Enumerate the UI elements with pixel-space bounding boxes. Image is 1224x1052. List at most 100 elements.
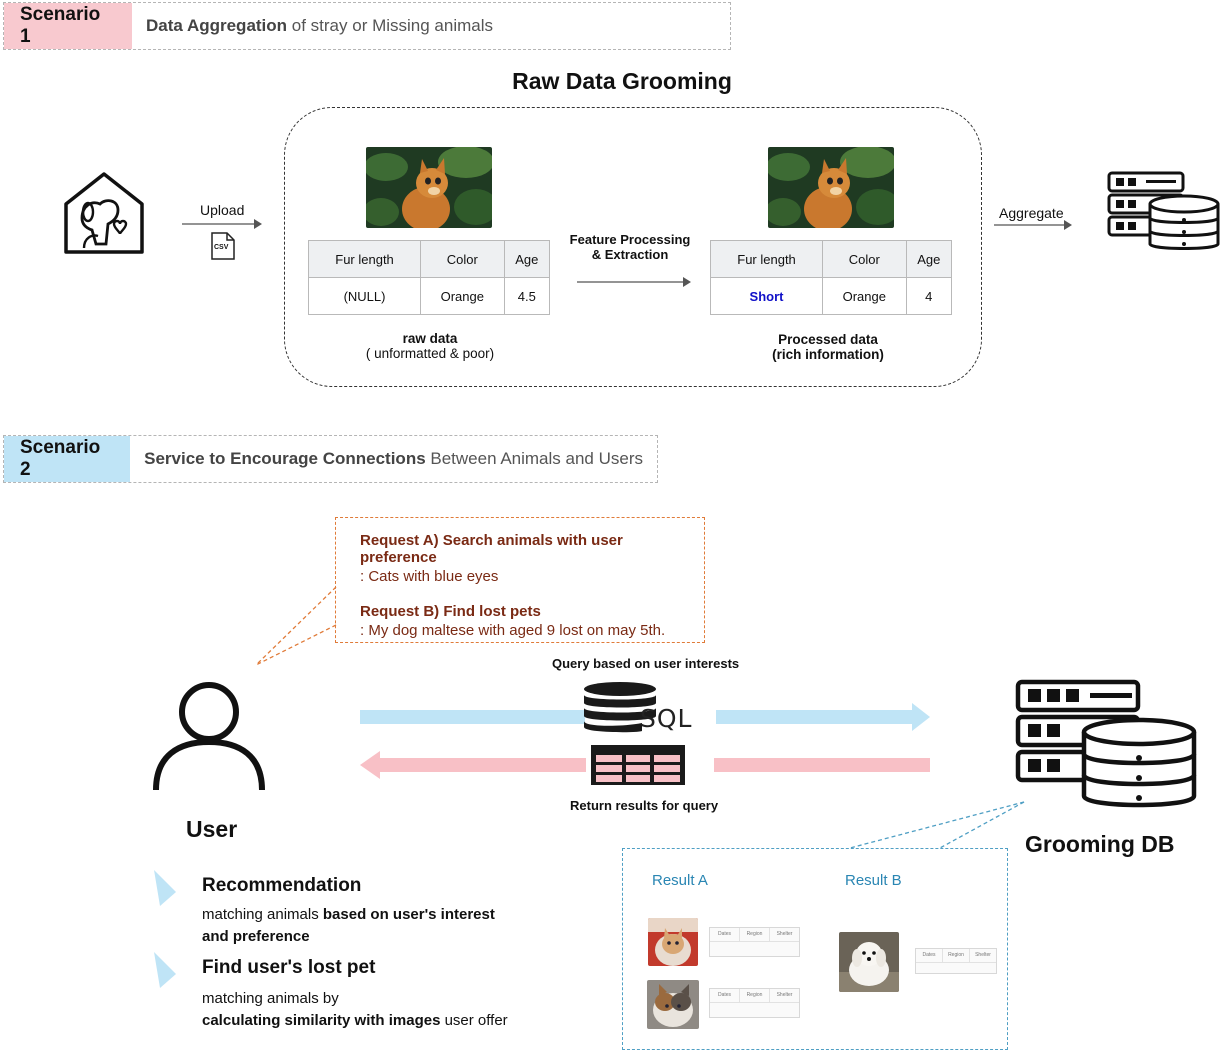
csv-file-icon [211,232,235,260]
scenario-1-banner: Scenario 1 Data Aggregation of stray or … [3,2,731,50]
grooming-db-label: Grooming DB [1025,831,1175,857]
raw-caption-line2: ( unformatted & poor) [365,346,495,361]
grooming-process-box [284,107,982,387]
raw-caption-line1: raw data [402,331,458,346]
callout-pointer [255,586,337,666]
request-a-text: : Cats with blue eyes [360,568,499,585]
scenario-2-banner: Scenario 2 Service to Encourage Connecti… [3,435,658,483]
processed-table-header-fur-length: Fur length [709,240,824,278]
result-b-table-header-dates: Dates [916,949,943,962]
processed-table-row: Short Orange 4 [709,277,953,315]
feature-processing-label: Feature Processing & Extraction [560,232,700,262]
request-a-title: Request A) Search animals with user pref… [360,532,623,566]
query-label: Query based on user interests [552,656,740,671]
lost-pet-title: Find user's lost pet [202,957,376,978]
lost-pet-text-c: user offer [440,1012,508,1029]
raw-table-header-row: Fur length Color Age [307,240,551,278]
raw-table-header-color: Color [420,240,505,278]
scenario-2-description: Service to Encourage Connections Between… [130,436,657,482]
recommendation-text-b: based on user's interest [322,906,495,923]
sql-label: SQL [640,704,693,733]
result-b-table-header: Dates Region Shelter [916,949,996,963]
result-b-table: Dates Region Shelter [915,948,997,974]
request-b-text: : My dog maltese with aged 9 lost on may… [360,622,666,639]
processed-table-cell-age: 4 [905,277,953,315]
recommendation-title: Recommendation [202,875,362,896]
result-a-table-1-header-shelter: Shelter [776,931,793,937]
scenario-2-description-bold: Service to Encourage Connections [144,449,426,468]
lost-pet-description: matching animals by calculating similari… [202,988,562,1032]
return-label: Return results for query [570,798,719,813]
scenario-1-tag: Scenario 1 [4,3,132,49]
result-a-cat-photo-2 [647,980,699,1029]
processed-table-header-color: Color [822,240,907,278]
result-a-label: Result A [652,872,708,889]
result-a-table-2-header: Dates Region Shelter [710,989,799,1003]
result-a-table-1-header-dates: Dates [710,928,740,941]
processed-table-header-row: Fur length Color Age [709,240,953,278]
result-a-cat-photo-1 [648,918,698,966]
scenario-1-description-bold: Data Aggregation [146,16,288,35]
recommendation-text-c: and preference [202,928,310,945]
processed-cat-photo [768,147,894,228]
raw-table-cell-fur-length: (NULL) [307,277,422,315]
lost-pet-text-a: matching animals by [202,990,339,1007]
result-b-table-header-shelter: Shelter [975,952,991,958]
raw-table-header-age: Age [503,240,551,278]
user-label: User [186,816,238,842]
raw-data-table: Fur length Color Age (NULL) Orange 4.5 [307,240,551,315]
raw-data-grooming-title: Raw Data Grooming [512,68,732,94]
processed-caption-line1: Processed data [778,332,878,347]
grooming-db-icon [1015,679,1197,808]
return-arrow [360,751,930,779]
aggregate-arrow [994,220,1072,230]
result-b-table-header-region: Region [943,949,970,962]
feature-label-line1: Feature Processing [569,232,691,247]
processed-table-header-age: Age [905,240,953,278]
raw-table-row: (NULL) Orange 4.5 [307,277,551,315]
processed-table-cell-fur-length: Short [709,277,824,315]
recommendation-text-a: matching animals [202,906,323,923]
upload-label: Upload [200,202,245,218]
scenario-1-description-rest: of stray or Missing animals [287,16,493,35]
query-results-panel [622,848,1008,1050]
scenario-1-description: Data Aggregation of stray or Missing ani… [132,3,507,49]
csv-label: CSV [214,244,229,251]
query-arrow [360,703,930,731]
raw-cat-photo [366,147,492,228]
scenario-2-description-rest: Between Animals and Users [425,449,643,468]
result-b-dog-photo [839,932,899,992]
processed-data-table: Fur length Color Age Short Orange 4 [709,240,953,315]
feature-processing-arrow [577,277,691,287]
request-b-title: Request B) Find lost pets [360,603,541,620]
result-a-table-2-header-dates: Dates [710,989,740,1002]
result-a-table-2-header-shelter: Shelter [776,992,793,998]
upload-arrow [182,219,262,229]
aggregate-label: Aggregate [999,205,1064,221]
result-b-label: Result B [845,872,902,889]
lost-pet-text-b: calculating similarity with images [202,1012,441,1029]
result-table-icon [591,745,685,785]
processed-table-cell-color: Orange [822,277,907,315]
user-icon [153,682,265,791]
user-request-callout: Request A) Search animals with user pref… [335,517,705,643]
database-server-icon [1107,171,1220,250]
result-a-table-2: Dates Region Shelter [709,988,800,1018]
raw-table-header-fur-length: Fur length [307,240,422,278]
sql-database-icon [584,682,656,733]
feature-label-line2: & Extraction [591,247,669,262]
recommendation-bullet-icon [154,870,176,906]
result-a-table-1-header: Dates Region Shelter [710,928,799,942]
animal-shelter-icon [64,172,144,254]
raw-table-cell-color: Orange [420,277,505,315]
results-pointer [849,801,1025,849]
result-a-table-1: Dates Region Shelter [709,927,800,957]
processed-caption-line2: (rich information) [772,347,884,362]
result-a-table-2-header-region: Region [740,989,770,1002]
lost-pet-bullet-icon [154,952,176,988]
scenario-2-tag: Scenario 2 [4,436,131,482]
raw-table-cell-age: 4.5 [503,277,551,315]
recommendation-description: matching animals based on user's interes… [202,904,532,948]
raw-data-caption: raw data ( unformatted & poor) [330,331,530,361]
processed-data-caption: Processed data (rich information) [728,332,928,362]
